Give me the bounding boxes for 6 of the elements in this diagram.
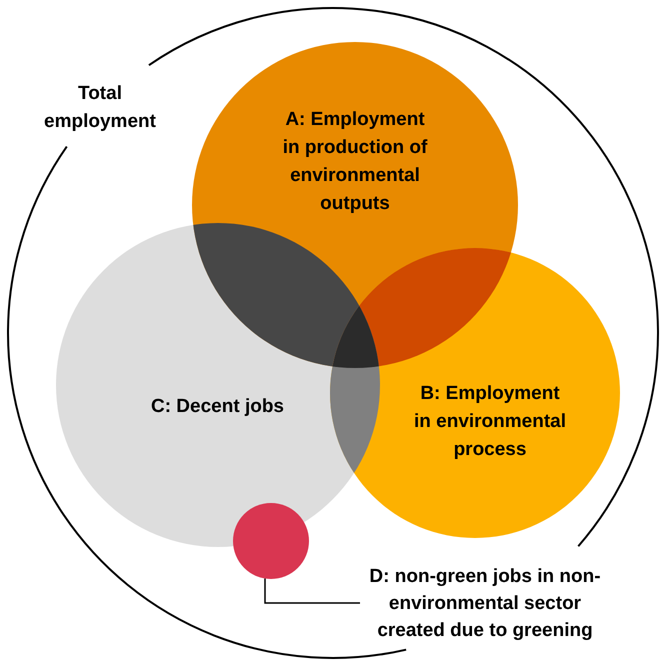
circle-label: C: Decent jobs — [150, 395, 286, 419]
circle-label: A: Employment in production of environmental outputs — [282, 108, 428, 216]
circle-label: B: Employment in environmental process — [412, 382, 568, 462]
leader-line — [264, 578, 360, 604]
callout-text: D: non-green jobs in non-environmental sector created due to greening — [368, 565, 602, 643]
circle-label: Total employment — [43, 82, 157, 134]
